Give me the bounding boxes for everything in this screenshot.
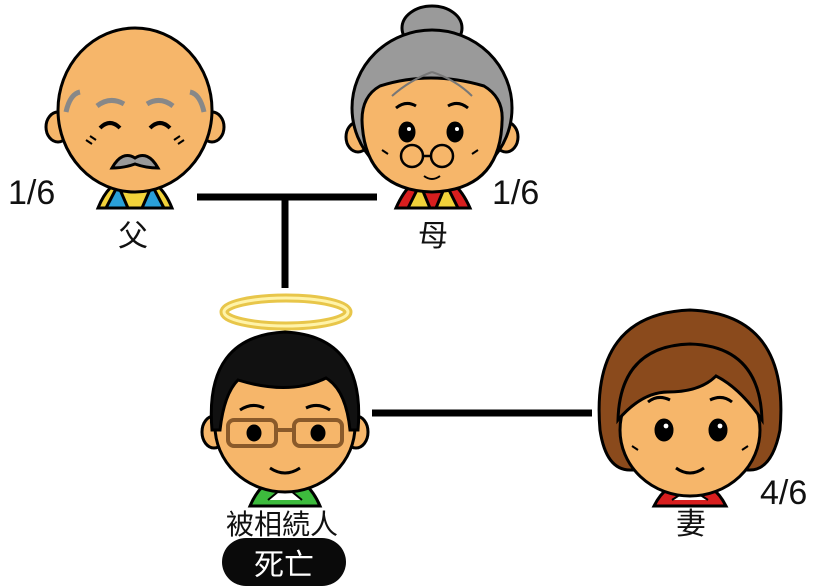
mother-figure bbox=[344, 4, 520, 210]
father-share: 1/6 bbox=[8, 174, 55, 212]
wife-share: 4/6 bbox=[760, 474, 807, 512]
deceased-label: 被相続人 bbox=[226, 508, 338, 541]
mother-label: 母 bbox=[418, 219, 448, 254]
connector-lines bbox=[197, 193, 592, 417]
deceased-status-badge: 死亡 bbox=[222, 538, 346, 586]
mother-share: 1/6 bbox=[492, 174, 539, 212]
father-figure bbox=[44, 26, 226, 210]
wife-figure bbox=[597, 308, 783, 508]
deceased-figure bbox=[200, 293, 370, 508]
father-label: 父 bbox=[118, 219, 148, 254]
wife-label: 妻 bbox=[676, 507, 706, 542]
